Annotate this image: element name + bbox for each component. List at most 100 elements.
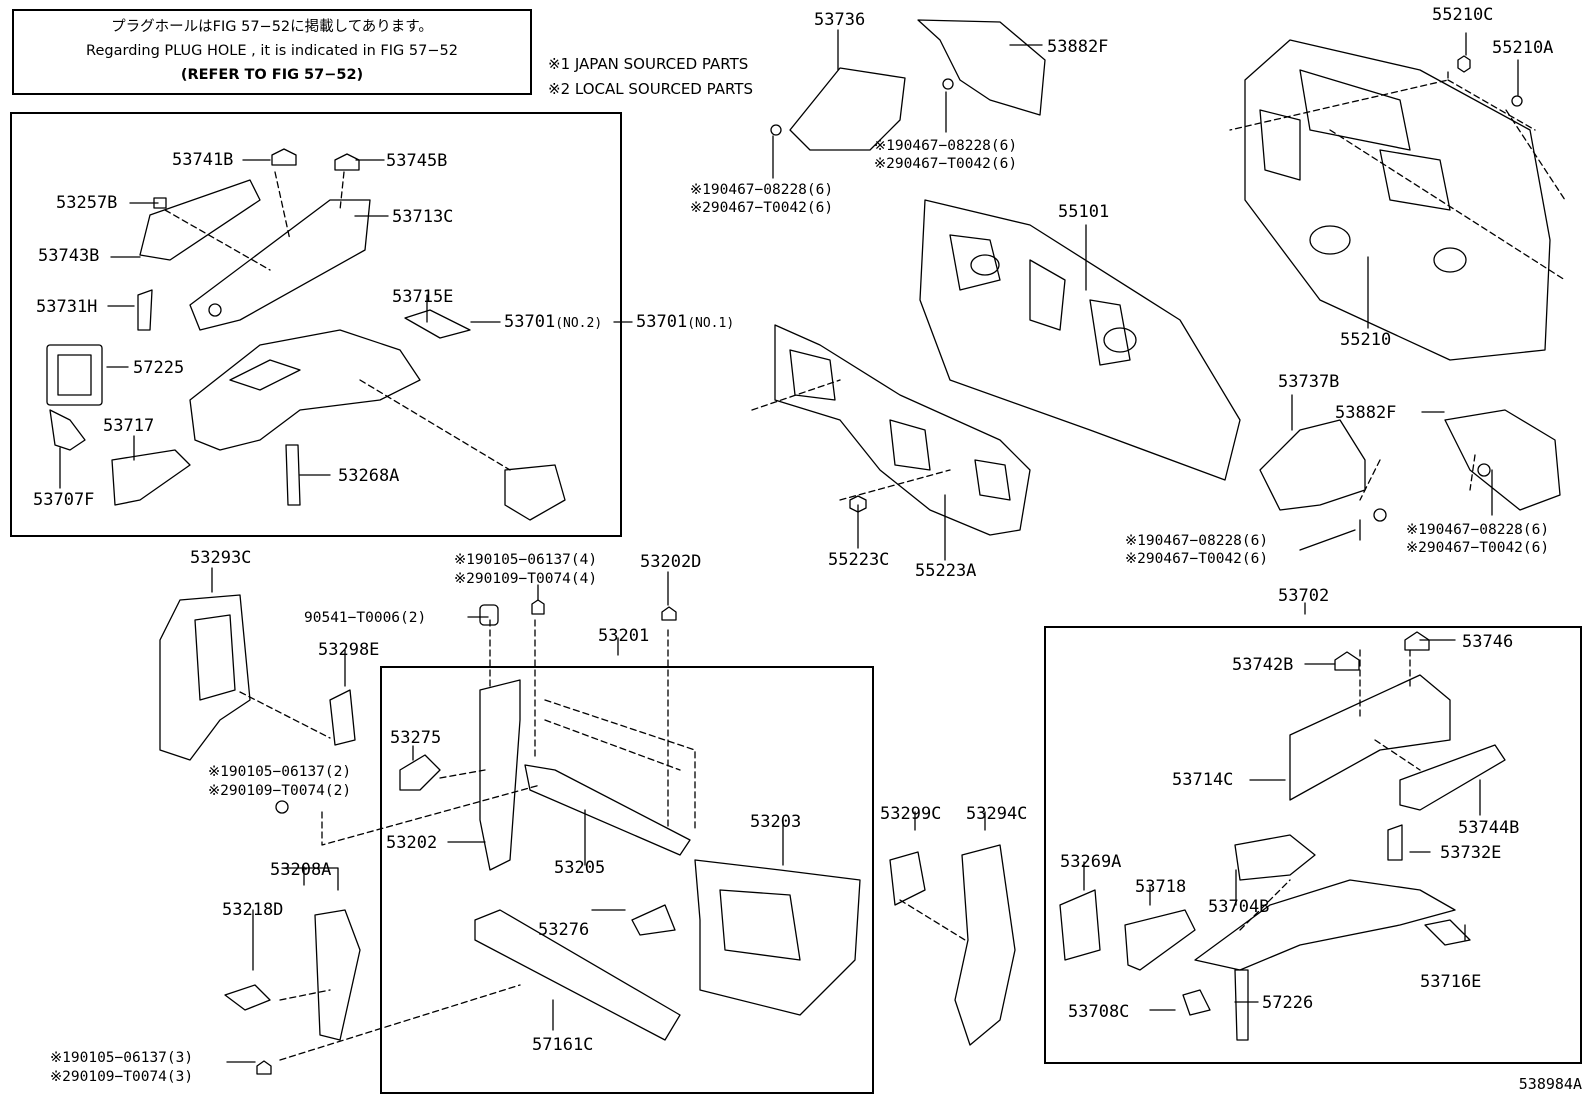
part-53268A [285, 444, 301, 506]
label-55210C[interactable]: 55210C [1432, 5, 1494, 25]
part-53714C [1289, 674, 1451, 801]
label-53275[interactable]: 53275 [390, 728, 442, 748]
label-57226[interactable]: 57226 [1262, 993, 1314, 1013]
part-57161C [474, 909, 681, 1041]
label-53299C[interactable]: 53299C [880, 804, 942, 824]
label-53746[interactable]: 53746 [1462, 632, 1514, 652]
part-53203 [694, 859, 861, 1016]
label-57225[interactable]: 57225 [133, 358, 185, 378]
part-53743B [139, 179, 261, 261]
part-53257B [153, 197, 167, 209]
label-fastener-center-1[interactable]: ※190105−06137(4) [454, 552, 598, 568]
label-fastener-center-2[interactable]: ※290109−T0074(4) [454, 571, 598, 587]
part-57226 [1234, 969, 1249, 1041]
frame-53701 [10, 112, 622, 537]
label-53713C[interactable]: 53713C [392, 207, 454, 227]
label-53294C[interactable]: 53294C [966, 804, 1028, 824]
label-53736[interactable]: 53736 [814, 10, 866, 30]
label-53201[interactable]: 53201 [598, 626, 650, 646]
label-53742B[interactable]: 53742B [1232, 655, 1294, 675]
label-55210[interactable]: 55210 [1340, 330, 1392, 350]
part-53732E [1387, 824, 1403, 861]
part-53715E [404, 309, 471, 339]
note-reference: (REFER TO FIG 57−52) [180, 67, 364, 83]
part-53708C [1182, 989, 1211, 1016]
part-53707F [49, 409, 86, 451]
label-fastener-top-left-1[interactable]: ※190467−08228(6) [690, 182, 834, 198]
label-53741B[interactable]: 53741B [172, 150, 234, 170]
label-53882F-right[interactable]: 53882F [1335, 403, 1397, 423]
label-57161C[interactable]: 57161C [532, 1035, 594, 1055]
plug-hole-note: プラグホールはFIG 57−52に掲載してあります。 Regarding PLU… [12, 9, 532, 95]
label-53218D[interactable]: 53218D [222, 900, 284, 920]
label-55223A[interactable]: 55223A [915, 561, 977, 581]
label-53737B[interactable]: 53737B [1278, 372, 1340, 392]
label-53715E[interactable]: 53715E [392, 287, 454, 307]
label-53298E[interactable]: 53298E [318, 640, 380, 660]
part-53716E [1424, 919, 1471, 946]
label-fastener-bottom-left-1[interactable]: ※190105−06137(3) [50, 1050, 194, 1066]
fastener-53298E-bolt [275, 800, 289, 814]
label-53269A[interactable]: 53269A [1060, 852, 1122, 872]
label-53202D[interactable]: 53202D [640, 552, 702, 572]
label-53708C[interactable]: 53708C [1068, 1002, 1130, 1022]
label-fastener-mid-right-2[interactable]: ※290467−T0042(6) [1125, 551, 1269, 567]
label-fastener-top-mid-2[interactable]: ※290467−T0042(6) [874, 156, 1018, 172]
fastener-55210C [1457, 55, 1471, 73]
label-53701-no2[interactable]: 53701(NO.2) [504, 312, 602, 334]
part-53276 [631, 904, 676, 936]
part-53205 [524, 764, 691, 856]
label-53882F-top[interactable]: 53882F [1047, 37, 1109, 57]
part-53202 [479, 679, 521, 871]
part-53718 [1124, 909, 1196, 971]
label-53276[interactable]: 53276 [538, 920, 590, 940]
label-53714C[interactable]: 53714C [1172, 770, 1234, 790]
label-53268A[interactable]: 53268A [338, 466, 400, 486]
label-53744B[interactable]: 53744B [1458, 818, 1520, 838]
label-53208A[interactable]: 53208A [270, 860, 332, 880]
label-55223C[interactable]: 55223C [828, 550, 890, 570]
part-55223A-panel [774, 324, 1031, 536]
part-53731H [137, 289, 153, 331]
part-53744B [1399, 744, 1506, 811]
leader-lines [59, 29, 1519, 1063]
label-53716E[interactable]: 53716E [1420, 972, 1482, 992]
legend-local-sourced: ※2 LOCAL SOURCED PARTS [548, 80, 753, 98]
note-english: Regarding PLUG HOLE , it is indicated in… [86, 43, 458, 59]
label-53293C[interactable]: 53293C [190, 548, 252, 568]
part-53736-pad [770, 67, 906, 151]
label-fastener-bottom-left-2[interactable]: ※290109−T0074(3) [50, 1069, 194, 1085]
label-53205[interactable]: 53205 [554, 858, 606, 878]
label-53743B[interactable]: 53743B [38, 246, 100, 266]
fastener-center-bolt [531, 599, 545, 615]
part-53741B [271, 148, 297, 166]
part-53294C [954, 844, 1016, 1046]
label-fastener-top-left-2[interactable]: ※290467−T0042(6) [690, 200, 834, 216]
note-japanese: プラグホールはFIG 57−52に掲載してあります。 [111, 19, 433, 35]
label-fastener-left-mid-1[interactable]: ※190105−06137(2) [208, 764, 352, 780]
label-53704B[interactable]: 53704B [1208, 897, 1270, 917]
label-fastener-top-mid-1[interactable]: ※190467−08228(6) [874, 138, 1018, 154]
label-53202[interactable]: 53202 [386, 833, 438, 853]
label-53717[interactable]: 53717 [103, 416, 155, 436]
label-53257B[interactable]: 53257B [56, 193, 118, 213]
label-53203[interactable]: 53203 [750, 812, 802, 832]
label-55210A[interactable]: 55210A [1492, 38, 1554, 58]
label-53707F[interactable]: 53707F [33, 490, 95, 510]
label-53731H[interactable]: 53731H [36, 297, 98, 317]
label-90541-T0006[interactable]: 90541−T0006(2) [304, 610, 427, 626]
label-53718[interactable]: 53718 [1135, 877, 1187, 897]
label-53702[interactable]: 53702 [1278, 586, 1330, 606]
label-55101[interactable]: 55101 [1058, 202, 1110, 222]
part-53742B [1334, 651, 1360, 671]
label-fastener-mid-right-1[interactable]: ※190467−08228(6) [1125, 533, 1269, 549]
label-fastener-far-right-2[interactable]: ※290467−T0042(6) [1406, 540, 1550, 556]
label-53701-no1-number: 53701 [636, 312, 688, 332]
label-53732E[interactable]: 53732E [1440, 843, 1502, 863]
label-53701-no1[interactable]: 53701(NO.1) [636, 312, 734, 334]
label-53745B[interactable]: 53745B [386, 151, 448, 171]
part-57225 [46, 344, 103, 406]
label-fastener-far-right-1[interactable]: ※190467−08228(6) [1406, 522, 1550, 538]
label-fastener-left-mid-2[interactable]: ※290109−T0074(2) [208, 783, 352, 799]
